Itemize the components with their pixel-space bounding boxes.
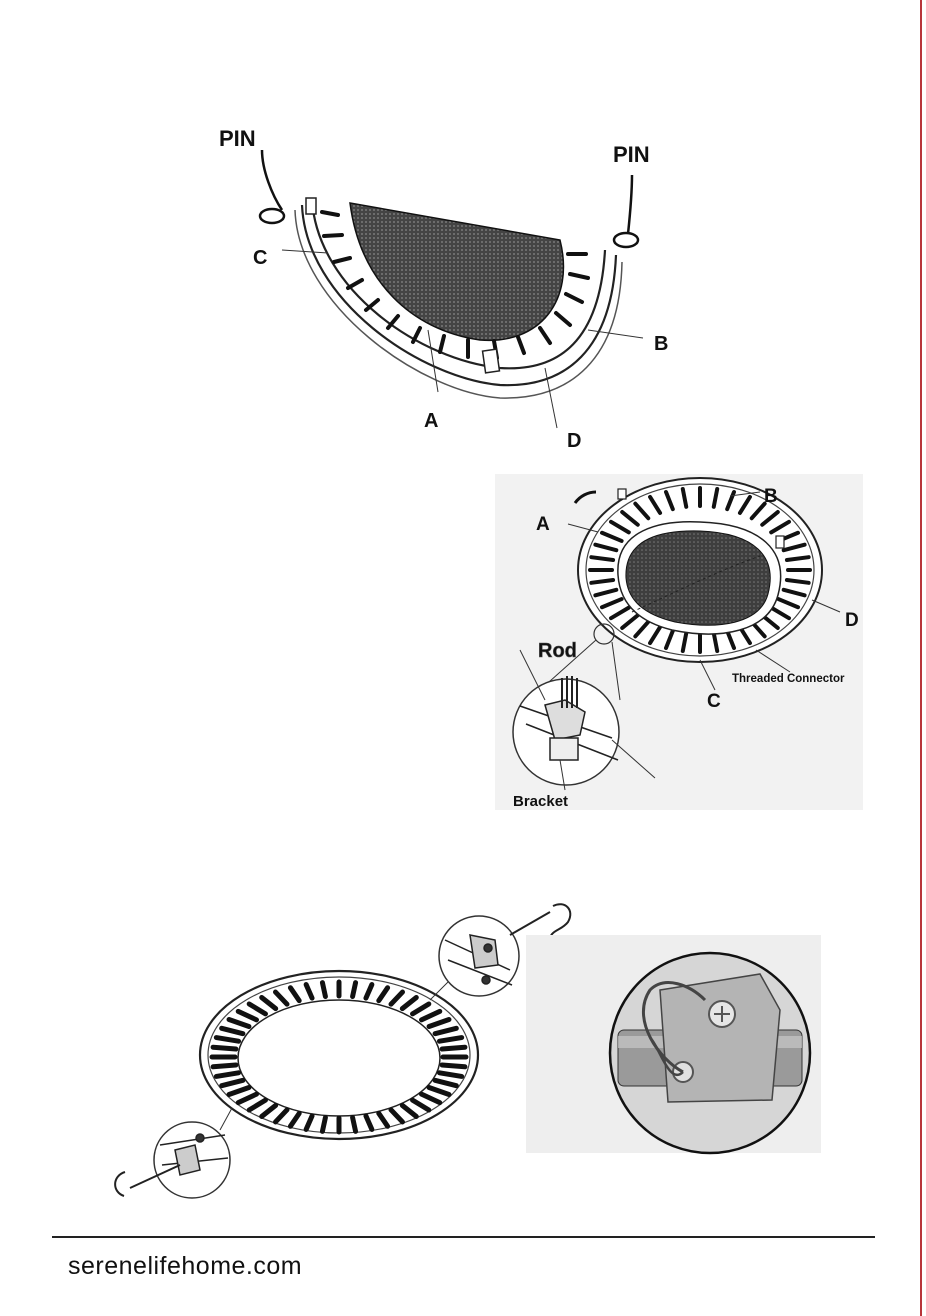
- spring: [787, 580, 809, 583]
- fig1-label-pin-right: PIN: [613, 142, 650, 167]
- fig2-label-b: B: [764, 486, 778, 507]
- spring: [322, 1117, 325, 1131]
- figure1-half-frame: PIN PIN C B A D: [219, 126, 668, 452]
- fig1-label-d: D: [567, 430, 581, 452]
- fig1-label-b: B: [654, 333, 668, 355]
- pin-top-icon: [510, 904, 570, 938]
- footer-divider: [52, 1236, 875, 1238]
- spring: [442, 1065, 465, 1067]
- spring: [442, 1047, 465, 1049]
- fig2-label-d: D: [845, 610, 859, 631]
- spring: [322, 983, 325, 997]
- spring: [591, 580, 613, 583]
- fig1-label-c: C: [253, 247, 267, 269]
- fig2-label-c: C: [707, 691, 721, 712]
- pin-right-icon: [614, 175, 638, 247]
- mat-half: [350, 203, 563, 340]
- fig2-label-threaded-connector: Threaded Connector: [732, 673, 845, 685]
- spring: [591, 557, 613, 560]
- figure3-frame-pins: [115, 904, 821, 1198]
- fig1-label-a: A: [424, 410, 438, 432]
- footer-website: serenelifehome.com: [68, 1252, 302, 1281]
- fig1-label-pin-left: PIN: [219, 126, 256, 151]
- fig2-label-rod: Rod: [538, 640, 577, 662]
- spring: [213, 1065, 236, 1067]
- spring: [353, 1117, 356, 1131]
- spring: [353, 983, 356, 997]
- spring: [213, 1047, 236, 1049]
- pin-left-icon: [260, 150, 284, 223]
- spring: [787, 557, 809, 560]
- fig2-label-bracket: Bracket: [513, 793, 568, 810]
- figure2-frame-rod-detail: A B D C Rod Threaded Connector Bracket: [495, 474, 863, 810]
- fig2-label-a: A: [536, 514, 550, 535]
